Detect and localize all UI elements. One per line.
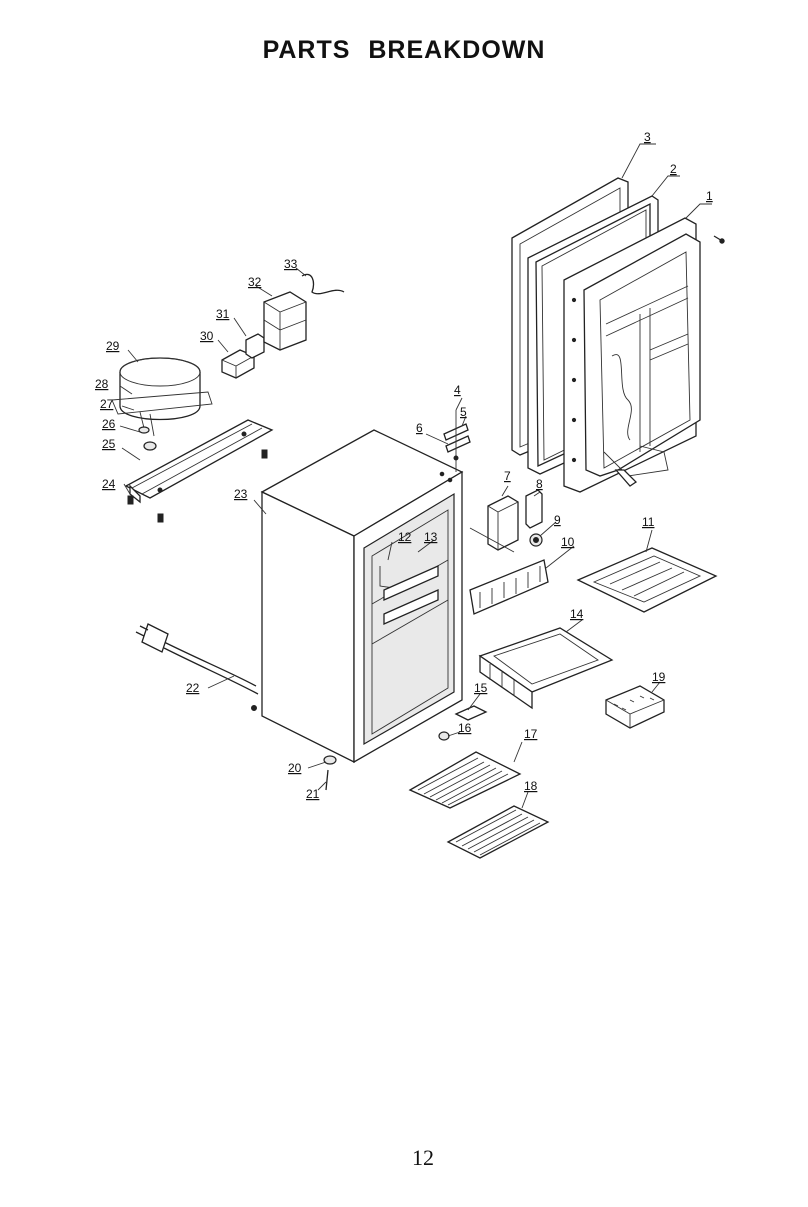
callout-labels: 1 2 3 4 5 6 7 8 9 10 11 12 13 14 15 16 1… bbox=[95, 130, 713, 801]
thermostat-knob bbox=[529, 533, 543, 547]
callout-13: 13 bbox=[424, 530, 438, 544]
callout-15: 15 bbox=[474, 681, 488, 695]
power-cord bbox=[135, 623, 259, 711]
callout-22: 22 bbox=[186, 681, 200, 695]
callout-2: 2 bbox=[670, 162, 677, 176]
callout-7: 7 bbox=[504, 469, 511, 483]
thermostat-housing bbox=[469, 495, 519, 553]
compressor bbox=[111, 357, 213, 421]
callout-33: 33 bbox=[284, 257, 298, 271]
evaporator-front bbox=[469, 559, 549, 615]
lower-wire-shelf bbox=[446, 805, 550, 859]
callout-11: 11 bbox=[642, 515, 655, 529]
egg-tray bbox=[605, 685, 665, 729]
callout-9: 9 bbox=[554, 513, 561, 527]
door-stop-bracket bbox=[438, 705, 488, 741]
callout-30: 30 bbox=[200, 329, 214, 343]
cabinet bbox=[260, 429, 464, 764]
callout-14: 14 bbox=[570, 607, 584, 621]
page-title: PARTS BREAKDOWN bbox=[262, 36, 546, 64]
callout-8: 8 bbox=[536, 477, 543, 491]
callout-21: 21 bbox=[306, 787, 320, 801]
callout-16: 16 bbox=[458, 721, 472, 735]
callout-29: 29 bbox=[106, 339, 120, 353]
callout-12: 12 bbox=[398, 530, 412, 544]
callout-10: 10 bbox=[561, 535, 575, 549]
callout-20: 20 bbox=[288, 761, 302, 775]
relay bbox=[221, 349, 255, 379]
callout-32: 32 bbox=[248, 275, 262, 289]
cabinet-leveling-foot bbox=[323, 755, 337, 791]
callout-17: 17 bbox=[524, 727, 538, 741]
callout-28: 28 bbox=[95, 377, 109, 391]
page-number: 12 bbox=[412, 1145, 434, 1170]
callout-19: 19 bbox=[652, 670, 666, 684]
terminal-cover bbox=[263, 291, 307, 351]
callout-27: 27 bbox=[100, 397, 114, 411]
crisper-drawer bbox=[478, 627, 614, 710]
callout-6: 6 bbox=[416, 421, 423, 435]
callout-24: 24 bbox=[102, 477, 116, 491]
callout-23: 23 bbox=[234, 487, 248, 501]
power-wire-harness bbox=[301, 273, 345, 295]
callout-5: 5 bbox=[460, 405, 467, 419]
thermostat-switch bbox=[525, 489, 543, 529]
drip-tray bbox=[576, 547, 718, 613]
overload-protector bbox=[245, 333, 265, 359]
callout-31: 31 bbox=[216, 307, 230, 321]
callout-26: 26 bbox=[102, 417, 116, 431]
callout-25: 25 bbox=[102, 437, 116, 451]
upper-wire-shelf bbox=[408, 751, 522, 809]
top-hinge bbox=[443, 410, 471, 472]
door-screw bbox=[713, 235, 725, 244]
callout-1: 1 bbox=[706, 189, 713, 203]
callout-18: 18 bbox=[524, 779, 538, 793]
compressor-mounting-rails bbox=[124, 419, 274, 523]
compressor-grommets bbox=[138, 411, 157, 451]
callout-3: 3 bbox=[644, 130, 651, 144]
callout-4: 4 bbox=[454, 383, 461, 397]
door-inner-liner bbox=[563, 217, 701, 493]
leader-lines bbox=[119, 143, 712, 809]
